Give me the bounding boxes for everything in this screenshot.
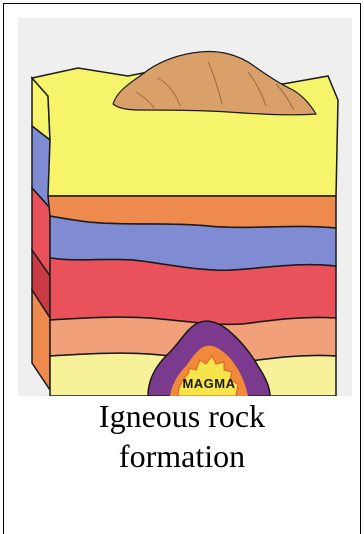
magma-label: MAGMA: [182, 376, 235, 391]
left-face: [32, 78, 50, 390]
layer-red: [50, 258, 336, 324]
figure-card: MAGMA Igneous rock formation: [3, 3, 361, 534]
rock-formation-illustration: MAGMA: [18, 18, 352, 396]
figure-caption: Igneous rock formation: [4, 396, 360, 476]
caption-line-2: formation: [4, 436, 360, 476]
caption-line-1: Igneous rock: [4, 396, 360, 436]
